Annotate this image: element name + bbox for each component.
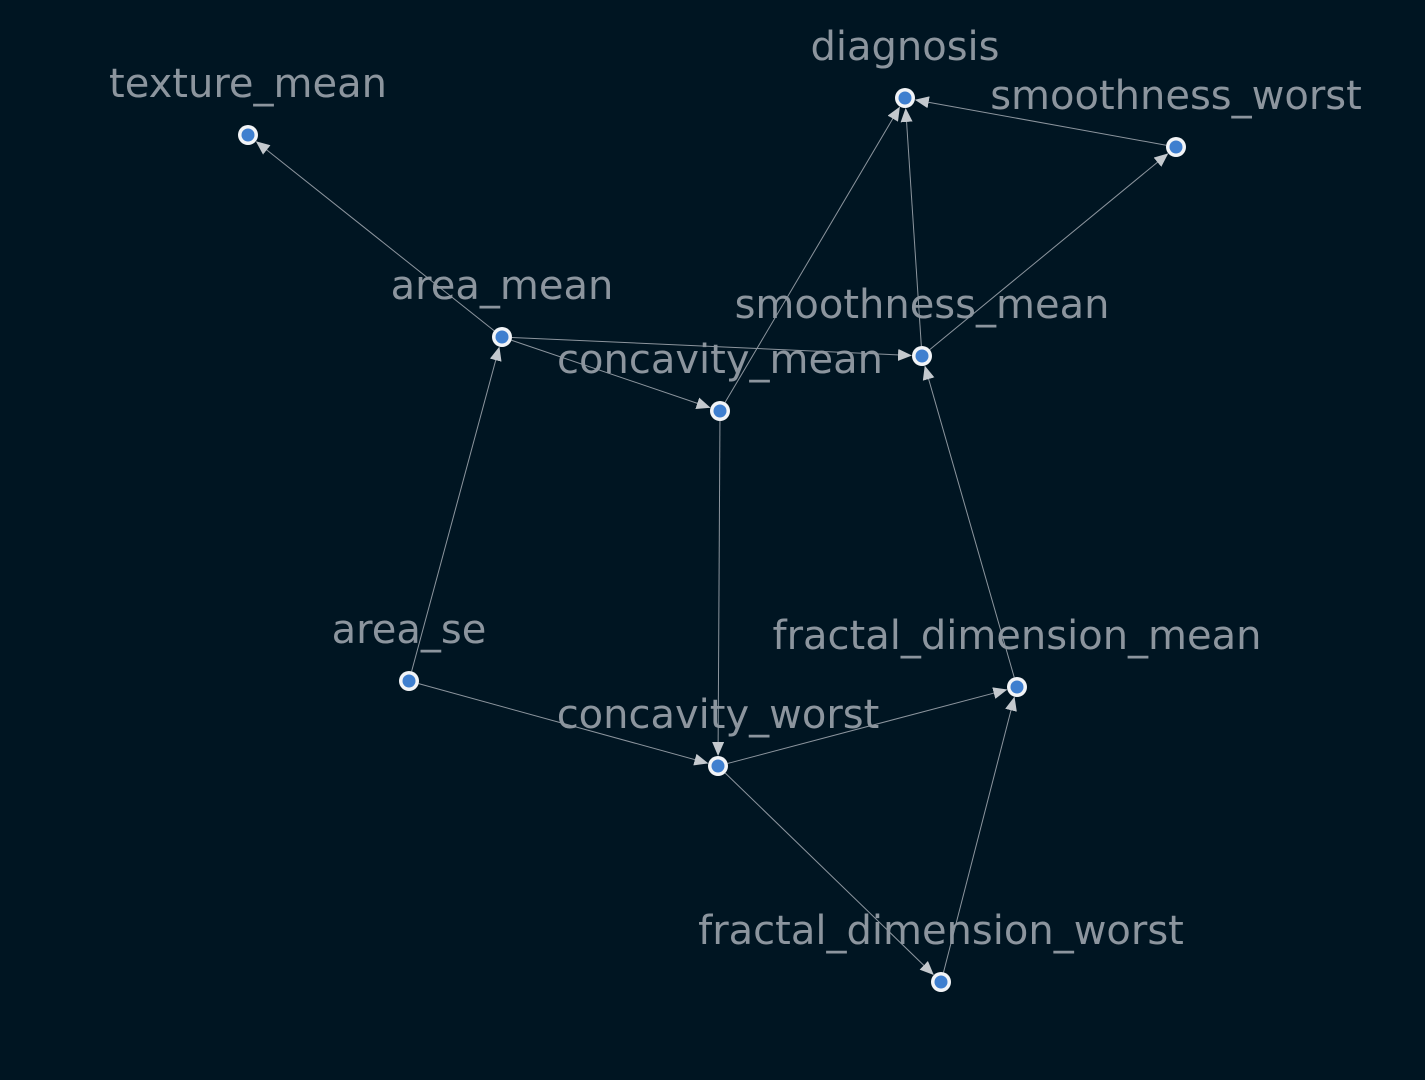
- edge-concavity_mean-to-concavity_worst: [712, 420, 725, 757]
- edge-fractal_dimension_mean-to-smoothness_mean: [922, 365, 1015, 678]
- edge-smoothness_worst-to-diagnosis: [914, 96, 1167, 146]
- node-dot: [711, 759, 725, 773]
- edge-concavity_mean-to-diagnosis: [724, 106, 900, 403]
- node-labels: diagnosis texture_mean smoothness_worstare…: [109, 24, 1362, 954]
- node-area_se[interactable]: [399, 671, 419, 691]
- node-texture_mean[interactable]: [238, 125, 258, 145]
- node-fractal_dimension_worst[interactable]: [931, 972, 951, 992]
- edge-area_mean-to-texture_mean: [255, 141, 495, 332]
- node-label-concavity_worst: concavity_worst: [557, 692, 880, 738]
- node-label-concavity_mean: concavity_mean: [557, 337, 883, 383]
- edge-area_mean-to-concavity_mean: [511, 339, 711, 409]
- edge-area_se-to-concavity_worst: [418, 683, 709, 766]
- node-dot: [713, 404, 727, 418]
- edges: [255, 96, 1169, 976]
- node-concavity_worst[interactable]: [708, 756, 728, 776]
- node-label-texture_mean: texture_mean: [109, 61, 387, 107]
- node-diagnosis[interactable]: [895, 88, 915, 108]
- node-label-fractal_dimension_worst: fractal_dimension_worst: [698, 908, 1184, 954]
- node-dot: [934, 975, 948, 989]
- node-dot: [915, 349, 929, 363]
- node-label-diagnosis: diagnosis: [810, 24, 999, 70]
- node-label-area_mean: area_mean: [391, 263, 614, 309]
- node-concavity_mean[interactable]: [710, 401, 730, 421]
- edge-concavity_worst-to-fractal_dimension_worst: [724, 772, 934, 976]
- node-label-smoothness_worst: smoothness_worst: [990, 73, 1362, 119]
- edge-smoothness_mean-to-smoothness_worst: [929, 153, 1169, 351]
- node-dot: [402, 674, 416, 688]
- node-smoothness_worst[interactable]: [1166, 137, 1186, 157]
- edge-concavity_worst-to-fractal_dimension_mean: [727, 687, 1008, 764]
- edge-area_mean-to-smoothness_mean: [511, 336, 913, 361]
- node-label-smoothness_mean: smoothness_mean: [735, 282, 1110, 328]
- node-dot: [495, 330, 509, 344]
- node-dot: [241, 128, 255, 142]
- node-label-area_se: area_se: [332, 607, 487, 653]
- node-area_mean[interactable]: [492, 327, 512, 347]
- node-dot: [898, 91, 912, 105]
- edge-fractal_dimension_worst-to-fractal_dimension_mean: [943, 696, 1017, 973]
- nodes: [238, 88, 1186, 992]
- edge-smoothness_mean-to-diagnosis: [900, 107, 922, 347]
- node-dot: [1010, 680, 1024, 694]
- node-fractal_dimension_mean[interactable]: [1007, 677, 1027, 697]
- node-dot: [1169, 140, 1183, 154]
- node-label-fractal_dimension_mean: fractal_dimension_mean: [773, 613, 1262, 659]
- edge-area_se-to-area_mean: [411, 346, 502, 672]
- node-smoothness_mean[interactable]: [912, 346, 932, 366]
